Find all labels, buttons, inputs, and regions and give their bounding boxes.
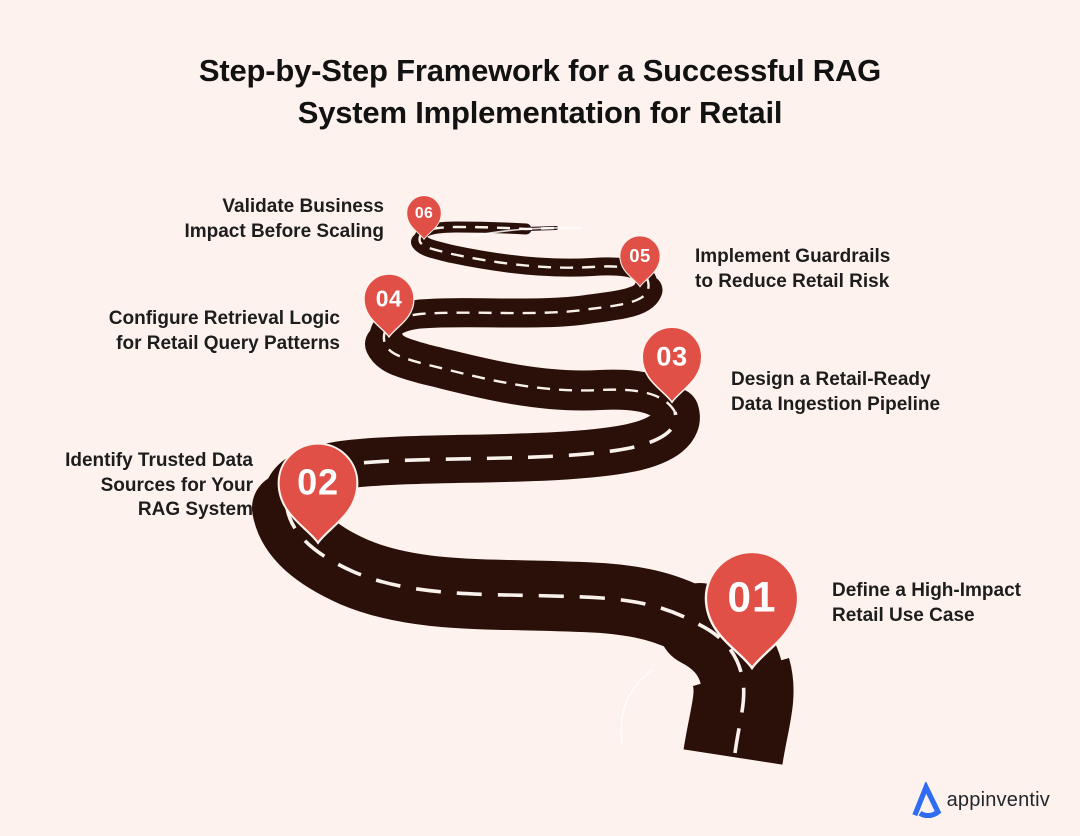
step-03-label: Design a Retail-Ready Data Ingestion Pip… xyxy=(731,368,940,417)
step-01-label-line: Define a High-Impact xyxy=(832,580,1021,601)
pin-01: 01 xyxy=(704,550,800,670)
page-title-line-2: System Implementation for Retail xyxy=(297,95,783,130)
pin-04-number: 04 xyxy=(376,285,402,311)
step-05-label-line: to Reduce Retail Risk xyxy=(695,270,890,292)
step-04-label-line: Configure Retrieval Logic xyxy=(108,308,340,329)
step-05-label: Implement Guardrails to Reduce Retail Ri… xyxy=(695,245,890,294)
pin-03-shape xyxy=(641,326,703,404)
pin-04: 04 xyxy=(363,273,415,338)
pin-01-number: 01 xyxy=(728,573,777,620)
step-03-label-line: Data Ingestion Pipeline xyxy=(731,393,941,415)
pin-05-number: 05 xyxy=(629,245,650,266)
page-title-line-1: Step-by-Step Framework for a Successful … xyxy=(198,53,882,88)
step-04-label-line: for Retail Query Patterns xyxy=(116,332,340,354)
step-03-label-line: Design a Retail-Ready xyxy=(731,369,931,390)
step-06-label-line: Validate Business xyxy=(222,196,384,217)
pin-05-shape xyxy=(619,235,661,288)
page-title: Step-by-Step Framework for a Successful … xyxy=(0,50,1080,134)
pin-03: 03 xyxy=(641,326,703,404)
step-01-label: Define a High-Impact Retail Use Case xyxy=(832,579,1021,628)
road-centerline-dashes xyxy=(284,225,746,754)
pin-01-shape xyxy=(704,550,800,670)
appinventiv-logo: appinventiv xyxy=(910,782,1050,818)
step-02-label: Identify Trusted Data Sources for Your R… xyxy=(65,449,253,523)
step-02-label-line: Sources for Your xyxy=(100,474,253,496)
step-02-label-line: RAG System xyxy=(137,499,253,520)
step-06-label: Validate Business Impact Before Scaling xyxy=(184,195,384,244)
brand-name: appinventiv xyxy=(946,788,1050,811)
pin-04-shape xyxy=(363,273,415,338)
step-01-label-line: Retail Use Case xyxy=(832,604,975,626)
pin-02: 02 xyxy=(277,442,359,545)
pin-03-number: 03 xyxy=(656,341,688,372)
step-04-label: Configure Retrieval Logic for Retail Que… xyxy=(109,307,340,356)
pin-02-shape xyxy=(277,442,359,545)
pin-06: 06 xyxy=(406,195,442,240)
pin-06-number: 06 xyxy=(415,205,433,222)
step-06-label-line: Impact Before Scaling xyxy=(184,220,384,242)
step-02-label-line: Identify Trusted Data xyxy=(65,450,253,471)
pin-06-shape xyxy=(406,195,442,240)
pin-05: 05 xyxy=(619,235,661,288)
appinventiv-logo-icon xyxy=(910,782,942,818)
pin-02-number: 02 xyxy=(297,461,339,502)
step-05-label-line: Implement Guardrails xyxy=(695,246,891,267)
